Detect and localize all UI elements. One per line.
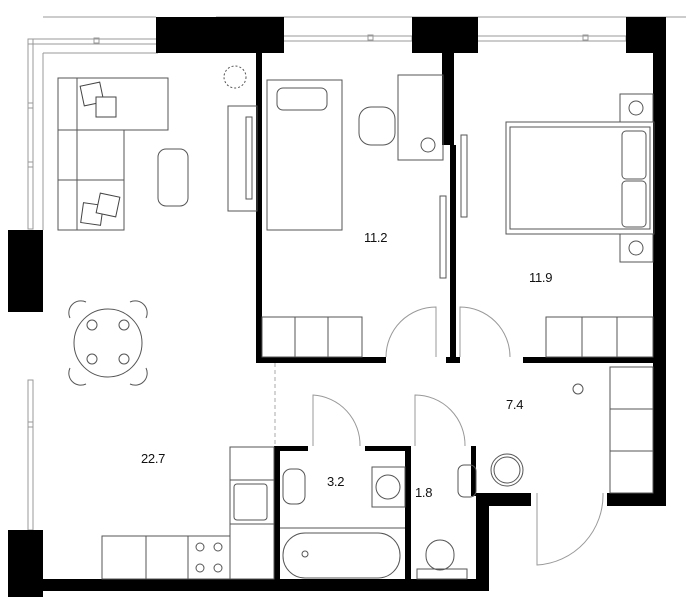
bathroom-fixtures [280,464,477,580]
walls [8,17,666,597]
room-area-child-bedroom: 11.2 [364,230,388,245]
wardrobe-master [545,316,654,358]
dining-table [68,300,148,386]
plant-icon [223,65,247,89]
kitchen-counter [101,446,275,580]
double-bed [460,93,655,263]
room-area-living-kitchen: 22.7 [141,451,166,466]
tv-stand [227,105,258,212]
child-bed [266,79,343,231]
room-area-toilet: 1.8 [415,485,433,500]
hall-wardrobe [490,366,654,494]
room-area-bathroom: 3.2 [327,474,345,489]
doors [312,306,604,566]
room-area-hallway: 7.4 [506,397,524,412]
room-area-master-bedroom: 11.9 [529,270,553,285]
coffee-table [157,148,189,207]
wardrobe-child [261,195,447,358]
sofa [57,77,169,231]
desk [358,74,444,161]
window-frames [27,16,686,531]
